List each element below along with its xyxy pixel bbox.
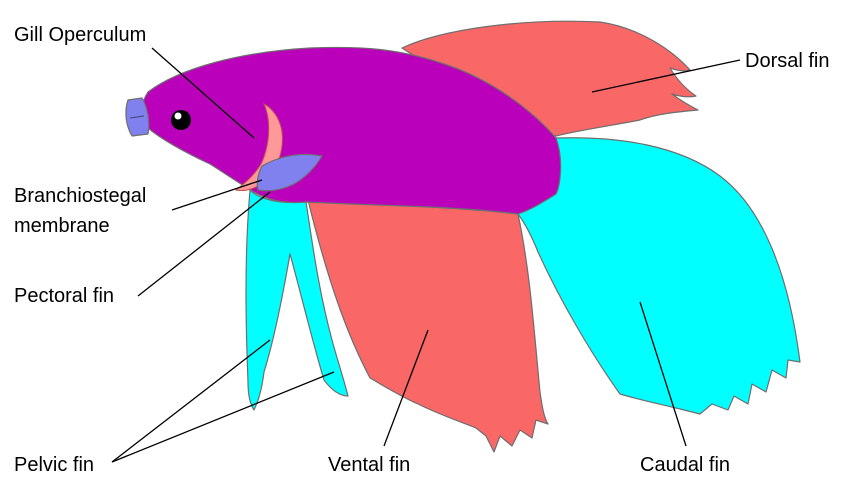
pelvic-fin-leader-1 [112,340,270,462]
pectoral-fin-label: Pectoral fin [14,285,114,307]
ventral-fin-shape [308,200,548,452]
gill-operculum-label: Gill Operculum [14,24,146,46]
caudal-fin-label: Caudal fin [640,454,730,476]
eye-highlight [175,113,182,120]
branchiostegal-label-line1: Branchiostegal [14,185,146,207]
eye-icon [171,110,191,130]
branchiostegal-label-line2: membrane [14,215,110,237]
ventral-fin-label: Vental fin [328,454,410,476]
pelvic-fin-label: Pelvic fin [14,454,94,476]
pelvic-fin-leader-2 [112,372,334,462]
dorsal-fin-label: Dorsal fin [745,50,829,72]
